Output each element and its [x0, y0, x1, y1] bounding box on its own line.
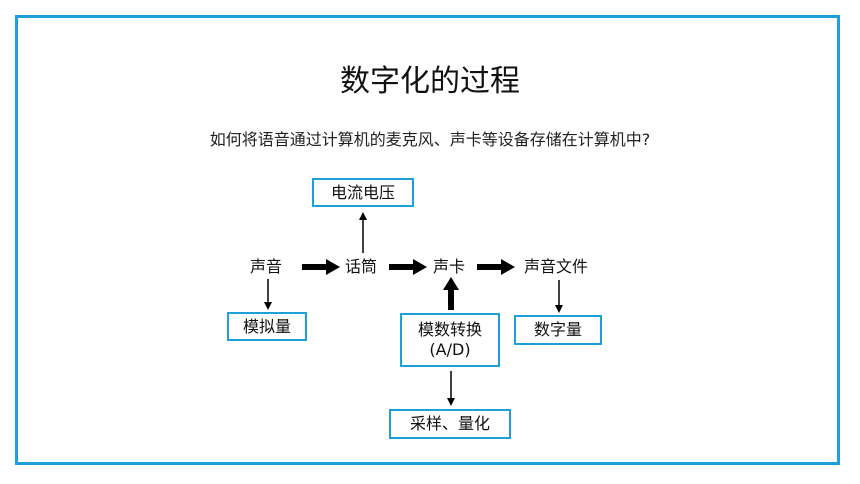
box-analog: 模拟量	[227, 312, 307, 341]
box-ad-convert-label: 模数转换	[417, 320, 482, 339]
box-current-voltage: 电流电压	[312, 178, 414, 207]
box-digital: 数字量	[514, 315, 602, 345]
arrow-microphone-to-sound-card	[389, 259, 427, 275]
box-digital-label: 数字量	[533, 320, 582, 339]
slide-title: 数字化的过程	[340, 64, 520, 99]
node-sound-file: 声音文件	[524, 257, 589, 276]
question-text: 如何将语音通过计算机的麦克风、声卡等设备存储在计算机中?	[209, 130, 651, 149]
box-ad-convert: 模数转换 (A/D)	[400, 313, 500, 367]
box-analog-label: 模拟量	[242, 316, 291, 336]
node-sound: 声音	[250, 257, 283, 276]
node-microphone: 话筒	[345, 257, 378, 276]
box-sampling: 采样、量化	[389, 409, 511, 439]
slide-frame	[15, 15, 840, 465]
node-sound-card: 声卡	[433, 257, 466, 276]
arrow-sound-card-to-sound-file	[477, 259, 515, 275]
box-ad-convert-sub: (A/D)	[429, 340, 471, 359]
arrow-ad-to-sound-card	[443, 277, 459, 310]
arrow-sound-to-microphone	[302, 259, 340, 275]
box-sampling-label: 采样、量化	[409, 414, 490, 433]
box-current-voltage-label: 电流电压	[330, 182, 395, 202]
